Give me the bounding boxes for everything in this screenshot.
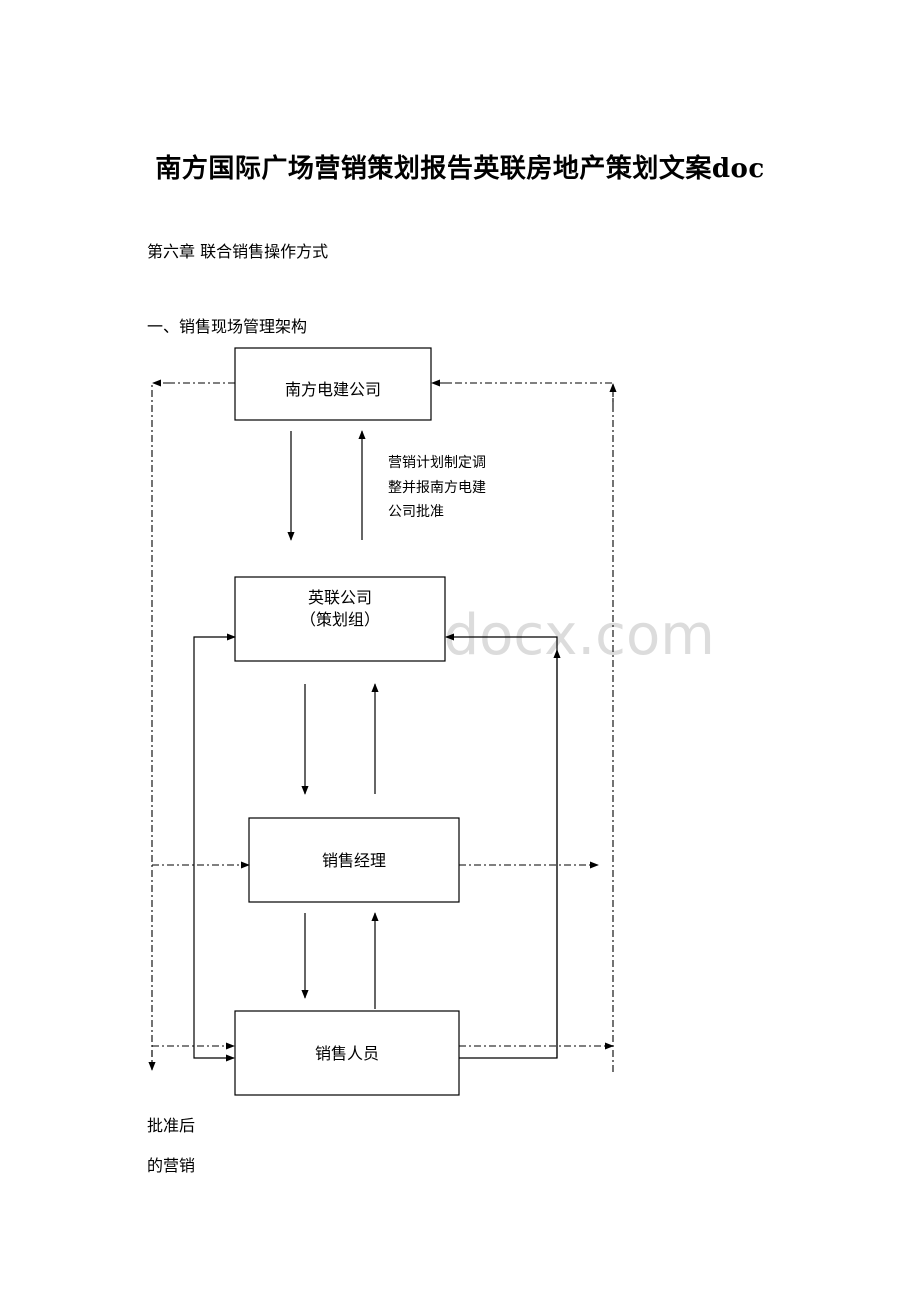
box-nanfang <box>234 347 432 421</box>
box-yinglian-label: 英联公司 <box>308 588 372 607</box>
box-yinglian <box>234 576 446 662</box>
right-solid-loop <box>445 633 558 1059</box>
left-dashdot-line <box>151 382 235 1070</box>
note-line-1: 营销计划制定调 <box>388 455 486 471</box>
section-heading: 一、销售现场管理架构 <box>147 317 308 336</box>
box-sales-staff <box>234 1010 460 1096</box>
note-line-3: 公司批准 <box>388 504 444 520</box>
box-nanfang-label: 南方电建公司 <box>285 380 381 399</box>
document-title: 南方国际广场营销策划报告英联房地产策划文案doc <box>155 154 765 184</box>
note-line-2: 整并报南方电建 <box>388 480 486 496</box>
box-sales-manager <box>248 817 460 903</box>
chapter-heading: 第六章 联合销售操作方式 <box>147 242 329 261</box>
right-dashdot-line <box>432 382 614 1072</box>
tail-text-line-2: 的营销 <box>147 1156 196 1175</box>
box-yinglian-sublabel: （策划组） <box>300 610 380 629</box>
box-sales-manager-label: 销售经理 <box>322 851 386 870</box>
box-sales-staff-label: 销售人员 <box>315 1044 379 1063</box>
left-solid-loop <box>193 633 236 1062</box>
tail-text-line-1: 批准后 <box>147 1116 196 1135</box>
